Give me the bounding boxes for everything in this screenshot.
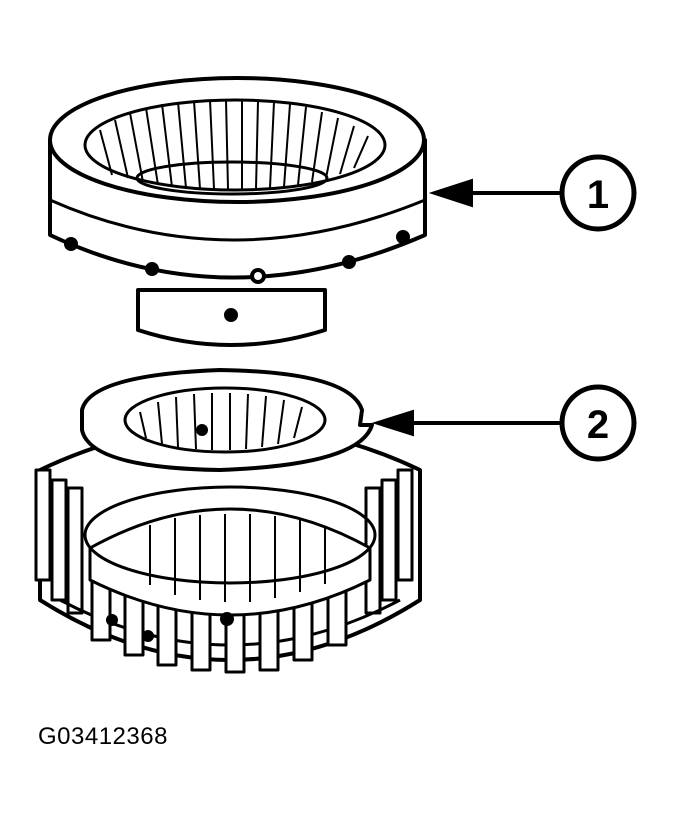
gear-inner-ring: [83, 485, 377, 585]
hub-band: [49, 198, 426, 242]
gear-hole: [142, 630, 154, 642]
hub-hole: [250, 268, 266, 284]
hub-hole: [64, 237, 78, 251]
callout-2: 2: [559, 384, 637, 462]
callout-2-circle: [559, 384, 637, 462]
upper-hub-housing: [48, 76, 427, 347]
hub-inner-floor: [135, 160, 329, 196]
snap-ring-hole: [196, 424, 208, 436]
hub-hole: [396, 230, 410, 244]
callout-2-arrowhead: [371, 409, 414, 437]
callout-leaders: [371, 178, 562, 437]
callout-1-arrowhead: [428, 178, 473, 208]
gear-hole: [220, 612, 234, 626]
hub-hole: [145, 262, 159, 276]
callout-1: 1: [559, 154, 637, 232]
callout-2-number: 2: [587, 403, 609, 447]
gear-inner-splines: [149, 514, 326, 602]
callout-1-circle: [559, 154, 637, 232]
hub-stem-hole: [224, 308, 238, 322]
hub-inner-splines: [99, 99, 369, 190]
figure-code: G03412368: [38, 723, 168, 750]
gear-hole: [106, 614, 118, 626]
hub-hole: [342, 255, 356, 269]
snap-ring-opening: [123, 386, 327, 454]
callout-1-number: 1: [587, 173, 609, 217]
snap-ring-splines: [139, 393, 303, 450]
lower-gear-assembly: [34, 368, 422, 674]
